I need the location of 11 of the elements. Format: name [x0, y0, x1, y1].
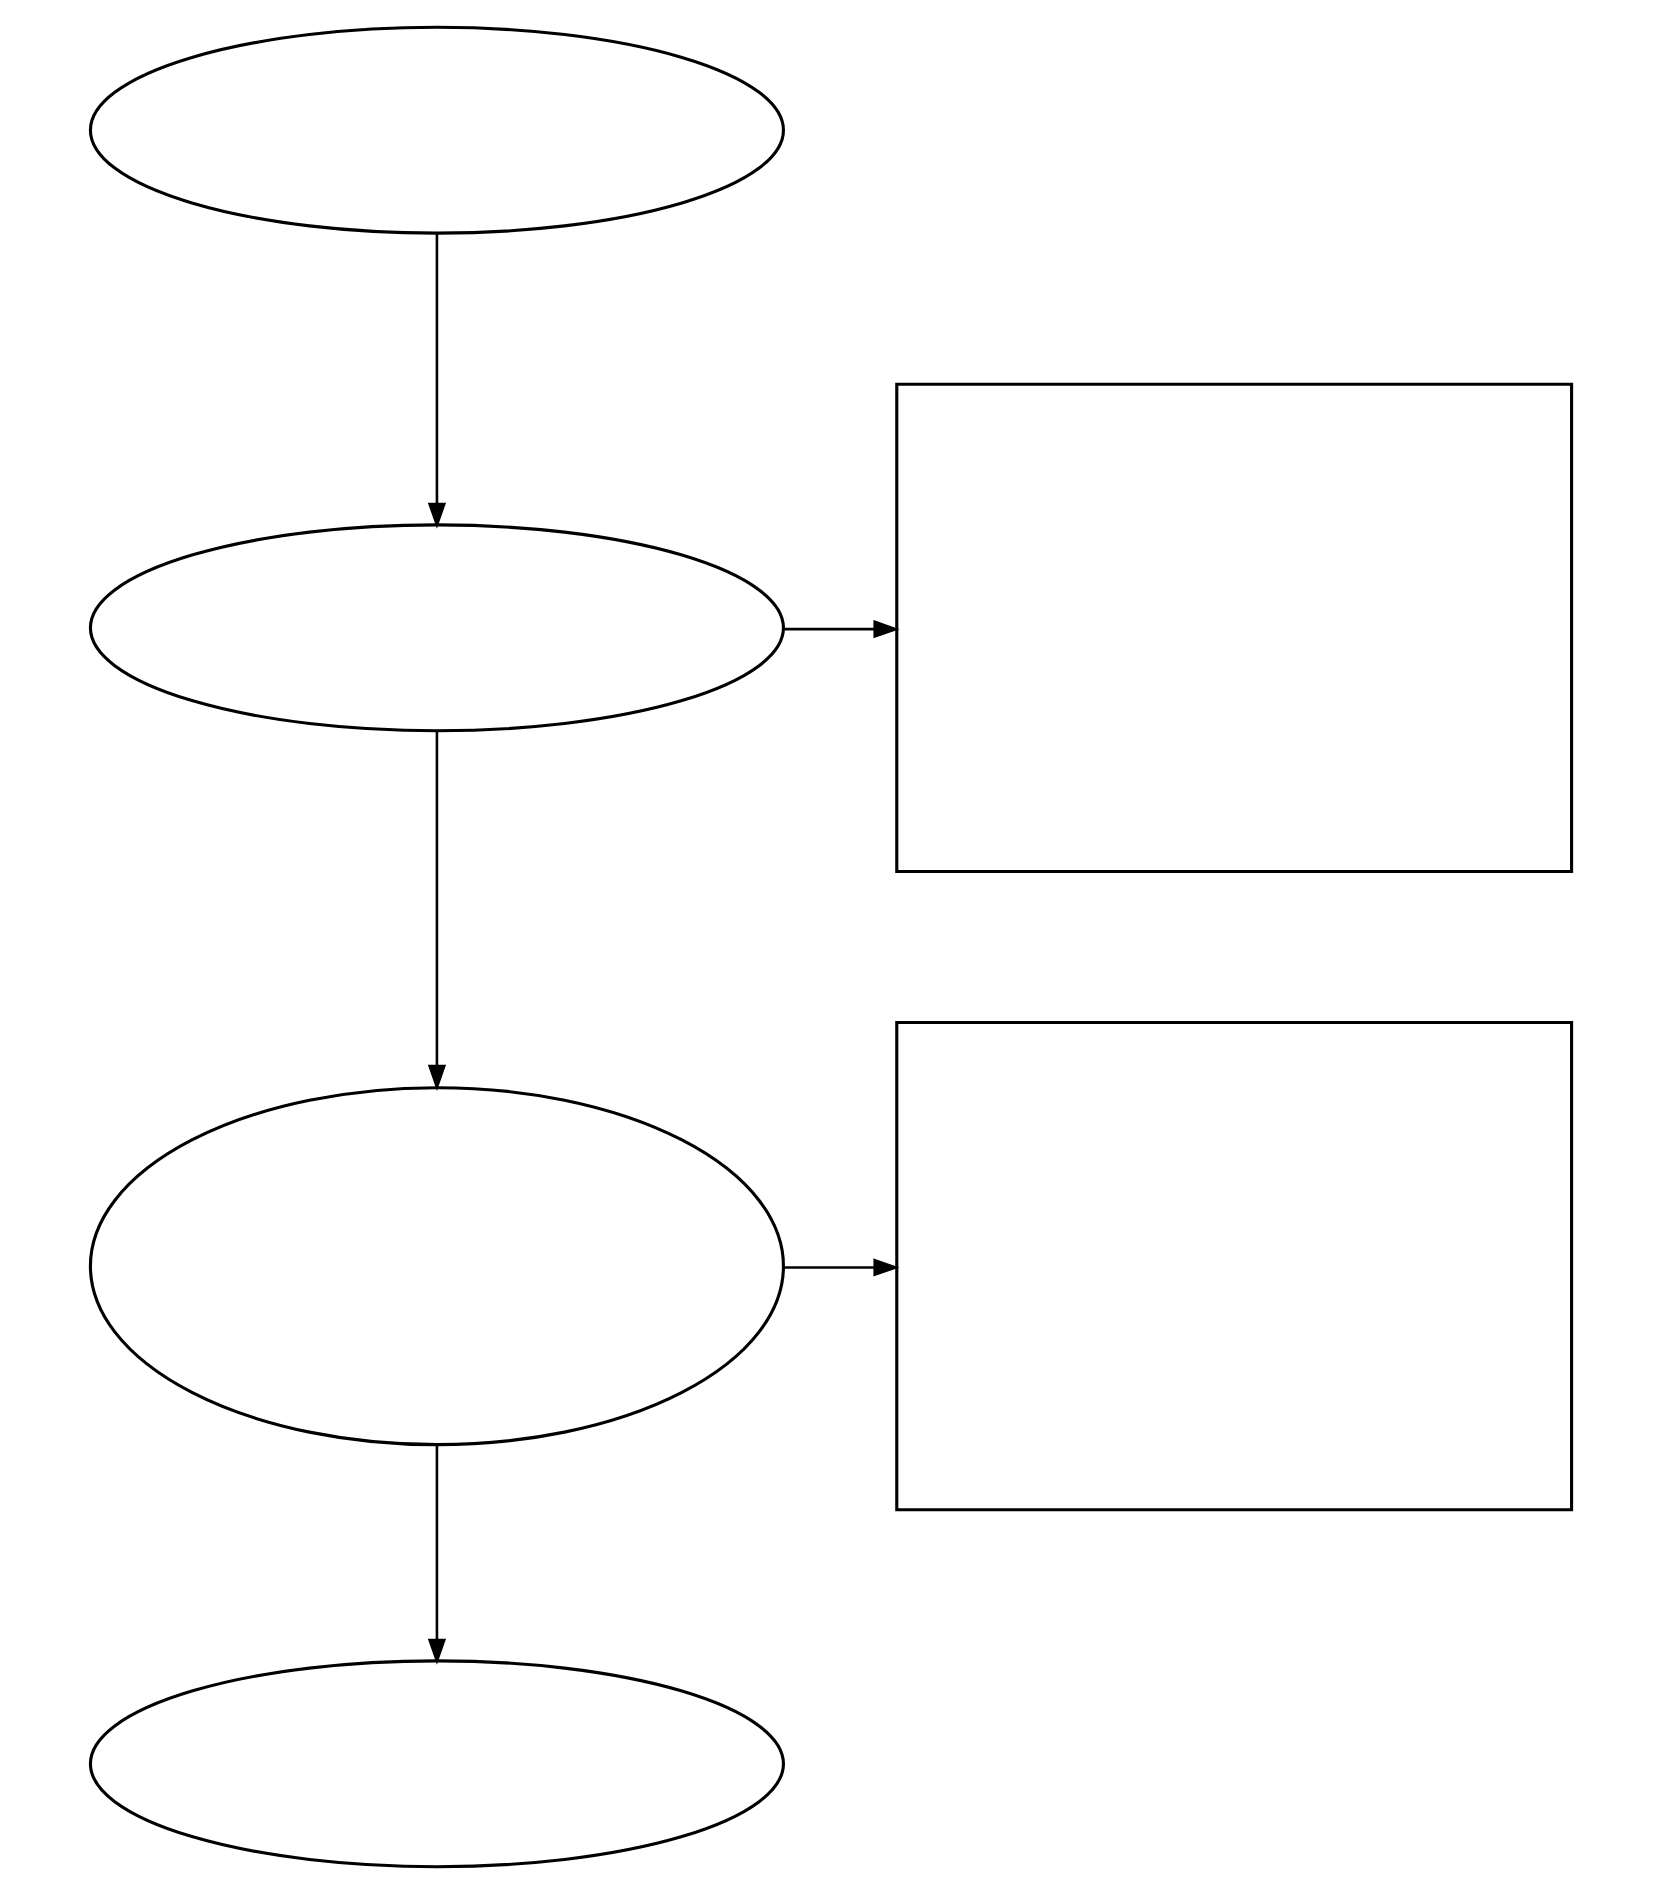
arrow [426, 731, 446, 1091]
arrow [426, 1445, 446, 1665]
arrow [783, 1258, 899, 1277]
node-box [894, 1021, 1573, 1512]
arrow [426, 233, 446, 529]
node-ellipse [87, 1659, 784, 1869]
node-box [894, 382, 1573, 873]
node-ellipse [87, 1086, 784, 1447]
node-ellipse [87, 25, 784, 235]
node-ellipse [87, 523, 784, 733]
arrow [783, 620, 899, 639]
